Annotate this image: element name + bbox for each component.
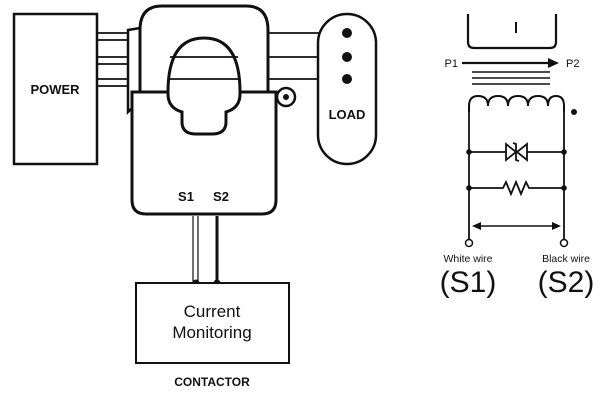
s2-terminal [559,238,569,248]
burden-resistor [466,179,567,197]
monitoring-box [135,282,290,364]
sensor-leads [192,216,221,287]
s1-label: S1 [178,189,194,204]
s1-big-label: (S1) [440,266,497,299]
s2-label: S2 [213,189,229,204]
monitoring-line2: Monitoring [172,323,251,342]
white-wire-label: White wire [443,253,492,265]
p1-label: P1 [445,58,458,70]
load-terminals [342,28,352,84]
schematic-clamp-symbol [466,14,558,50]
contactor-label: CONTACTOR [174,375,250,389]
output-arrow [472,222,561,230]
power-label: POWER [30,82,80,97]
secondary-coil [468,94,565,112]
through-wires [168,56,240,80]
primary-arrow-head [548,58,559,68]
clamp-aperture [166,36,242,136]
s1-terminal [464,238,474,248]
schematic-rails [468,112,565,240]
polarity-dot [571,109,577,115]
load-box [316,12,378,166]
monitoring-line1: Current [184,302,241,321]
s2-big-label: (S2) [538,266,595,299]
p2-label: P2 [566,58,579,70]
transformer-core [472,71,550,85]
power-box [12,12,99,166]
load-label: LOAD [329,107,366,122]
black-wire-label: Black wire [542,253,590,265]
tvs-diode [466,142,567,162]
